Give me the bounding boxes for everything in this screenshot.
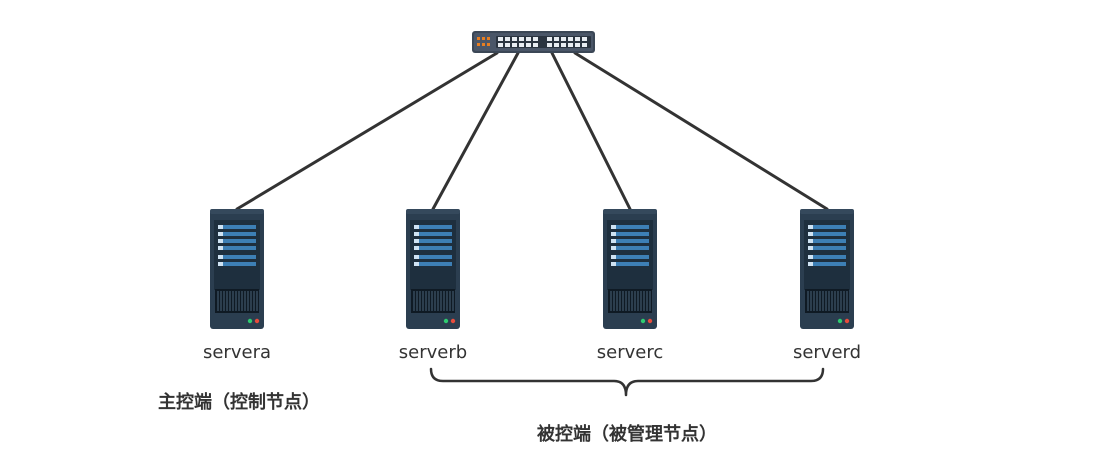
link-serverb (431, 51, 520, 211)
server-label-servera: servera (202, 342, 271, 363)
server-label-serverc: serverc (596, 342, 664, 363)
link-serverd (573, 51, 829, 211)
managed-node-label: 被控端（被管理节点） (537, 424, 717, 445)
network-switch-icon (472, 31, 595, 53)
link-serverc (550, 51, 632, 211)
server-label-serverd: serverd (792, 342, 862, 363)
server-icon (209, 208, 265, 330)
server-icon (405, 208, 461, 330)
connection-lines (235, 51, 829, 211)
managed-group-brace (429, 367, 825, 397)
server-icon (799, 208, 855, 330)
server-icon (602, 208, 658, 330)
control-node-label: 主控端（控制节点） (158, 392, 320, 413)
link-servera (235, 51, 499, 211)
server-label-serverb: serverb (398, 342, 468, 363)
